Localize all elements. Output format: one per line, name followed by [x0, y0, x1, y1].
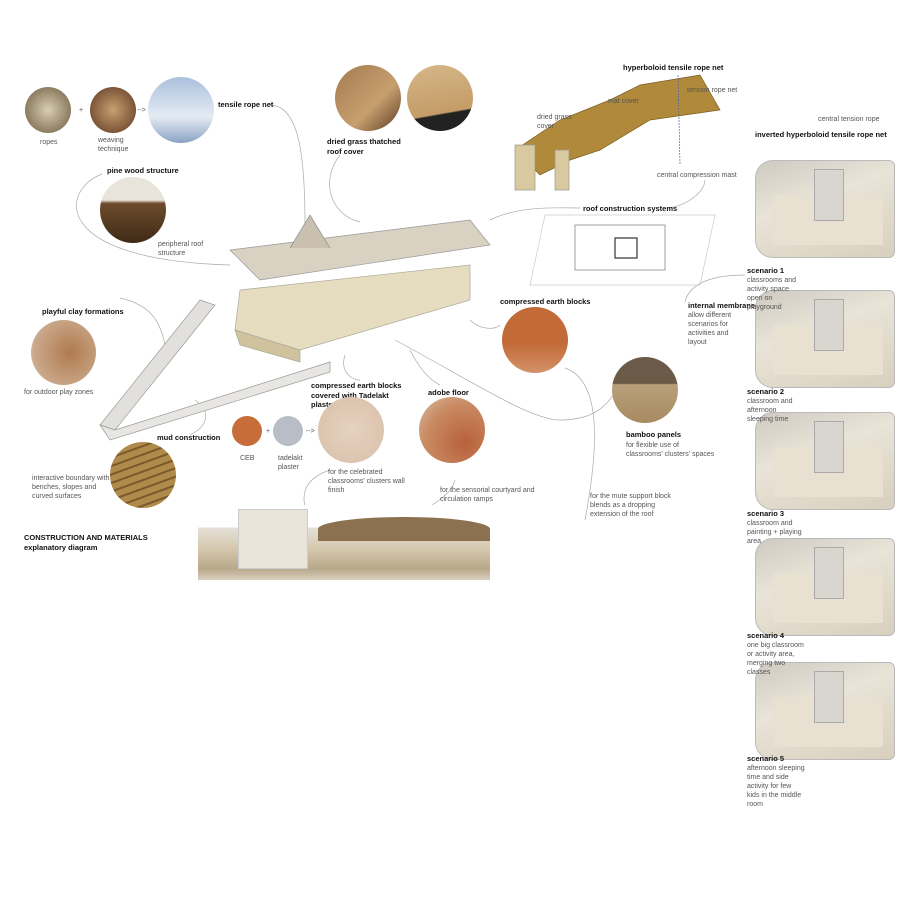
central-tension-rope-label: central tension rope [818, 116, 880, 123]
peripheral-roof-caption: peripheral roof structure [158, 241, 204, 257]
bamboo-caption: for flexible use of classrooms' clusters… [626, 442, 715, 458]
plus-sign: + [79, 107, 84, 114]
diagram-subtitle: explanatory diagram [24, 543, 98, 552]
scenario-5-title: scenario 5 [747, 754, 785, 763]
scenario-4-title: scenario 4 [747, 631, 785, 640]
tadelakt-photo [273, 416, 303, 446]
elevation-render [198, 505, 490, 580]
plaster-caption: tadelakt plaster [278, 455, 303, 471]
clay-caption: for outdoor play zones [24, 389, 94, 396]
ceb-photo [232, 416, 262, 446]
thatched-roof-photo-2 [407, 65, 473, 131]
inverted-hyperboloid-label: inverted hyperboloid tensile rope net [755, 130, 887, 139]
scenario-4-text: one big classroom or activity area, merg… [747, 642, 804, 676]
mud-photo [110, 442, 176, 508]
diagram-title: CONSTRUCTION AND MATERIALS [24, 533, 148, 542]
roof-systems-label: roof construction systems [583, 204, 678, 213]
scenario-1-text: classrooms and activity space open on pl… [747, 277, 797, 311]
dried-grass-label: dried grass thatched roof cover [327, 137, 401, 156]
clay-photo [31, 320, 96, 385]
adobe-photo [419, 397, 485, 463]
ropes-caption: ropes [40, 139, 58, 146]
plaster-texture-photo [318, 397, 384, 463]
mat-cover-label: mat cover [608, 98, 639, 105]
scenario-2-text: classroom and afternoon sleeping time [747, 398, 793, 423]
arrow-sign: --> [137, 107, 146, 114]
plus-sign: + [266, 428, 271, 435]
tadelakt-label: compressed earth blocks covered with Tad… [311, 381, 402, 409]
mud-construction-label: mud construction [157, 433, 221, 442]
adobe-floor-label: adobe floor [428, 388, 469, 397]
membrane-label: internal membrane [688, 301, 756, 310]
bamboo-photo [612, 357, 678, 423]
pine-wood-photo [100, 177, 166, 243]
weaving-photo [90, 87, 136, 133]
bamboo-label: bamboo panels [626, 430, 682, 439]
scenario-3-title: scenario 3 [747, 509, 785, 518]
scenario-3-text: classroom and painting + playing area [747, 520, 802, 545]
tension-rope-net-label: tension rope net [687, 87, 738, 94]
pine-wood-label: pine wood structure [107, 166, 179, 175]
scenario-5-text: afternoon sleeping time and side activit… [747, 765, 805, 808]
tensile-net-photo [148, 77, 214, 143]
ropes-photo [25, 87, 71, 133]
scenario-1-render [755, 160, 895, 258]
scenario-3-render [755, 412, 895, 510]
dried-grass-cover-label: dried grass cover [537, 114, 572, 130]
scenario-1-title: scenario 1 [747, 266, 785, 275]
clay-formations-label: playful clay formations [42, 307, 124, 316]
scenario-4-render [755, 538, 895, 636]
central-mast-label: central compression mast [657, 172, 737, 179]
scenario-2-title: scenario 2 [747, 387, 785, 396]
scenario-2-render [755, 290, 895, 388]
ceb-wall-photo [502, 307, 568, 373]
adobe-caption: for the sensorial courtyard and circulat… [440, 487, 535, 503]
tensile-rope-net-label: tensile rope net [218, 100, 274, 109]
scenario-5-render [755, 662, 895, 760]
ceb-label: compressed earth blocks [500, 297, 591, 306]
thatched-roof-photo-1 [335, 65, 401, 131]
hyperboloid-label: hyperboloid tensile rope net [623, 63, 724, 72]
arrow-sign: --> [306, 428, 315, 435]
membrane-caption: allow different scenarios for activities… [688, 312, 732, 346]
mud-caption: interactive boundary with benches, slope… [32, 475, 110, 500]
weaving-caption: weaving technique [98, 137, 129, 153]
mute-block-caption: for the mute support block blends as a d… [590, 493, 671, 518]
ceb-caption: CEB [240, 455, 255, 462]
tadelakt-caption: for the celebrated classrooms' clusters … [328, 469, 405, 494]
